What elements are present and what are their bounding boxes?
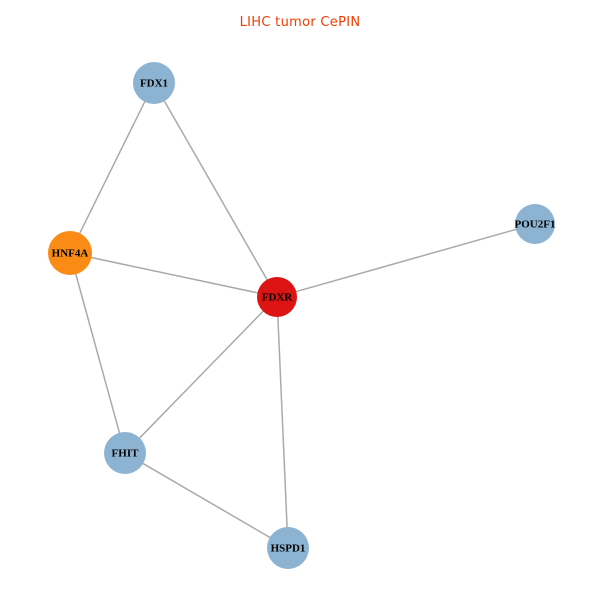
node-label: POU2F1 bbox=[515, 219, 556, 231]
node-label: FHIT bbox=[112, 448, 140, 460]
page-title: LIHC tumor CePIN bbox=[239, 15, 361, 30]
node-label: HNF4A bbox=[52, 248, 89, 260]
graph-node-fhit[interactable]: FHIT bbox=[104, 432, 146, 474]
node-circle[interactable] bbox=[104, 432, 146, 474]
graph-node-fdx1[interactable]: FDX1 bbox=[133, 62, 175, 104]
graph-edge bbox=[138, 309, 265, 440]
node-circle[interactable] bbox=[515, 204, 555, 244]
graph-node-hspd1[interactable]: HSPD1 bbox=[267, 527, 309, 569]
node-circle[interactable] bbox=[133, 62, 175, 104]
node-circle[interactable] bbox=[257, 277, 297, 317]
graph-edge bbox=[141, 462, 272, 539]
graph-edge bbox=[74, 272, 121, 435]
graph-node-pou2f1[interactable]: POU2F1 bbox=[515, 204, 556, 244]
graph-edge bbox=[78, 100, 146, 235]
graph-edge bbox=[294, 228, 518, 293]
graph-node-hnf4a[interactable]: HNF4A bbox=[48, 231, 92, 275]
graph-edge bbox=[277, 315, 288, 529]
node-label: HSPD1 bbox=[271, 543, 306, 555]
graph-node-fdxr[interactable]: FDXR bbox=[257, 277, 297, 317]
node-label: FDX1 bbox=[140, 78, 168, 90]
node-circle[interactable] bbox=[267, 527, 309, 569]
node-circle[interactable] bbox=[48, 231, 92, 275]
edges-layer bbox=[74, 99, 518, 539]
graph-edge bbox=[163, 99, 269, 282]
node-label: FDXR bbox=[262, 292, 294, 304]
graph-edge bbox=[89, 256, 260, 294]
